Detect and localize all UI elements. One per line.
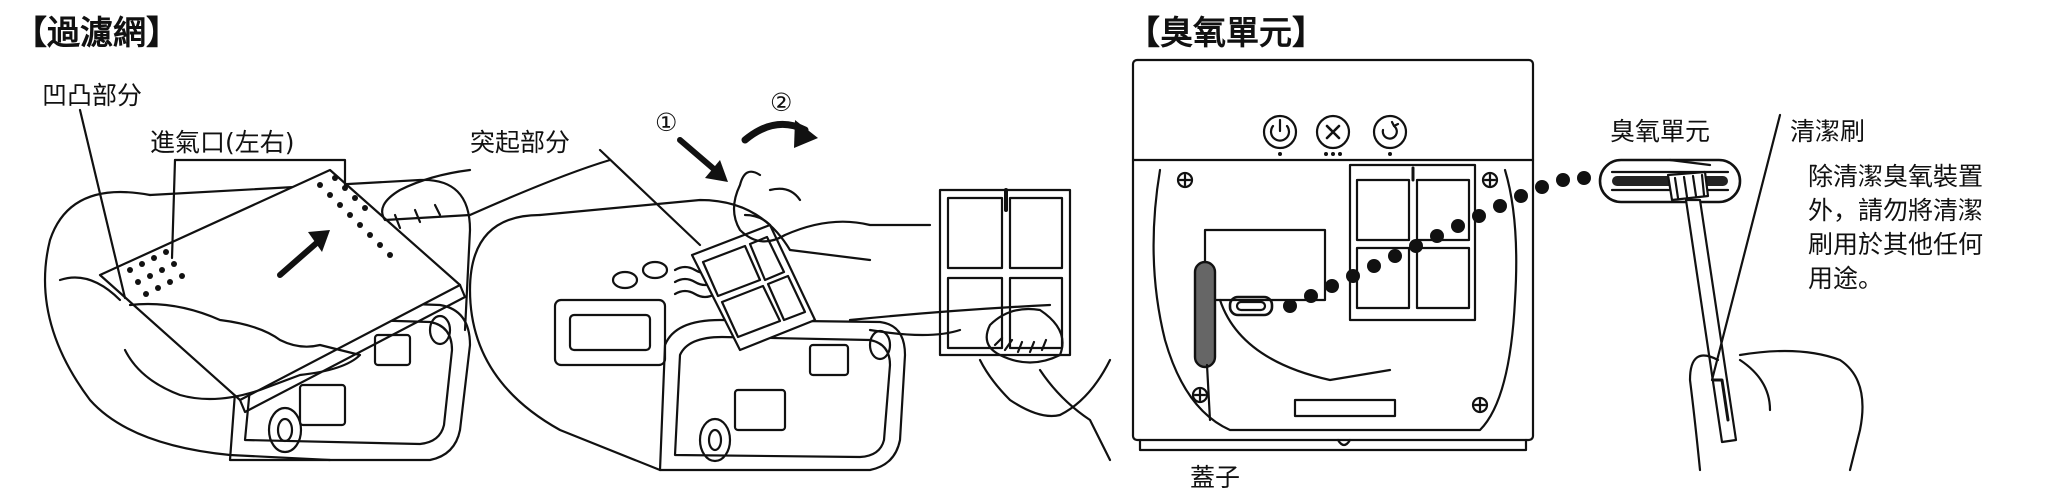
device-illustration-1 [44, 108, 612, 462]
usage-note-line-3: 刷用於其他任何 [1808, 230, 1984, 259]
ozone-section-title: 【臭氧單元】 [1127, 13, 1325, 52]
device-illustration-2 [468, 120, 932, 472]
label-cover: 蓋子 [1190, 463, 1241, 492]
usage-note-line-1: 除清潔臭氧裝置 [1808, 162, 1984, 191]
ozone-device [1131, 58, 1535, 452]
rotate-arrow [741, 120, 818, 148]
label-ozone-unit: 臭氧單元 [1610, 117, 1711, 146]
label-cleaning-brush: 清潔刷 [1790, 117, 1866, 146]
lift-arrow [277, 230, 330, 278]
step-number-1: ① [655, 108, 678, 137]
filter-section-title: 【過濾網】 [14, 13, 179, 52]
control-buttons [1262, 114, 1408, 156]
cover-part [1193, 260, 1217, 369]
hand-outline [1688, 354, 1720, 472]
label-protrusion: 突起部分 [470, 128, 571, 157]
filter-grid-tilted [690, 223, 817, 352]
label-air-inlet: 進氣口(左右) [150, 128, 295, 157]
step-number-2: ② [770, 88, 793, 117]
filter-closeup [848, 188, 1112, 462]
push-arrow [677, 137, 728, 182]
vent-dots [127, 175, 393, 297]
usage-note-line-4: 用途。 [1808, 264, 1884, 293]
zoom-connector-dots [1283, 171, 1591, 313]
toothbrush [1666, 170, 1738, 444]
usage-note: 除清潔臭氧裝置 外，請勿將清潔 刷用於其他任何 用途。 [1808, 160, 1983, 296]
label-concave-convex: 凹凸部分 [42, 81, 143, 110]
usage-note-line-2: 外，請勿將清潔 [1808, 196, 1984, 225]
